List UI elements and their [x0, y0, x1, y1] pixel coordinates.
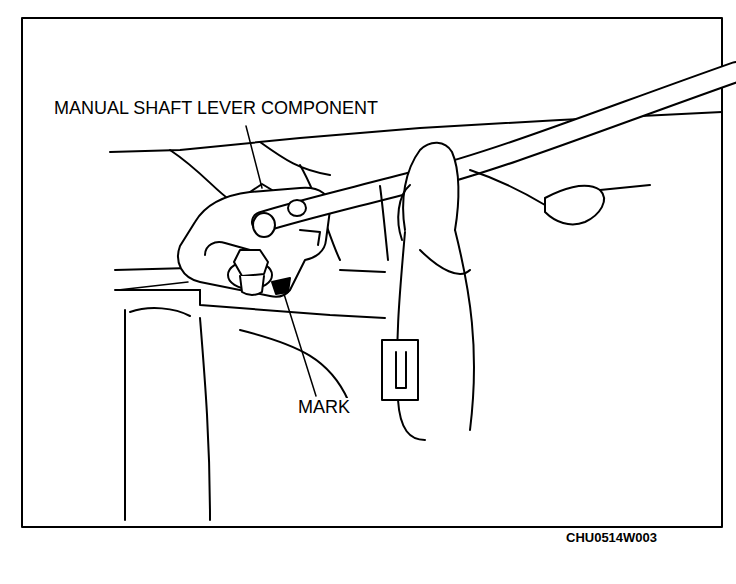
cable [380, 186, 388, 260]
leader-line [246, 126, 262, 188]
hand [420, 250, 470, 274]
connector [382, 340, 418, 400]
part-label: MARK [296, 398, 352, 418]
case-edge [130, 308, 190, 316]
wire [470, 170, 545, 205]
figure-code: CHU0514W003 [564, 531, 659, 545]
case-edge [240, 330, 348, 400]
case-edge [124, 310, 126, 520]
part-label: MANUAL SHAFT LEVER COMPONENT [52, 99, 380, 119]
connector [396, 352, 406, 388]
leader-line [284, 294, 316, 396]
bolt-shank [240, 276, 264, 295]
wire-clip [545, 186, 604, 225]
case-edge [170, 150, 230, 200]
hand [397, 232, 425, 440]
lever-tab [300, 230, 320, 245]
case-edge [200, 318, 210, 520]
rod-end [253, 213, 275, 237]
bolt-head [234, 250, 268, 276]
alignment-mark [272, 278, 290, 294]
hand [455, 230, 474, 430]
frame [22, 18, 722, 527]
case-edge [115, 268, 190, 270]
case-edge [200, 290, 385, 318]
wire [600, 185, 650, 190]
shift-rod [262, 72, 736, 222]
finger [403, 143, 458, 230]
leader-line [118, 282, 188, 290]
shift-rod [262, 72, 736, 222]
case-edge [340, 270, 385, 272]
rod-nut [288, 200, 306, 216]
case-edge [260, 142, 330, 175]
